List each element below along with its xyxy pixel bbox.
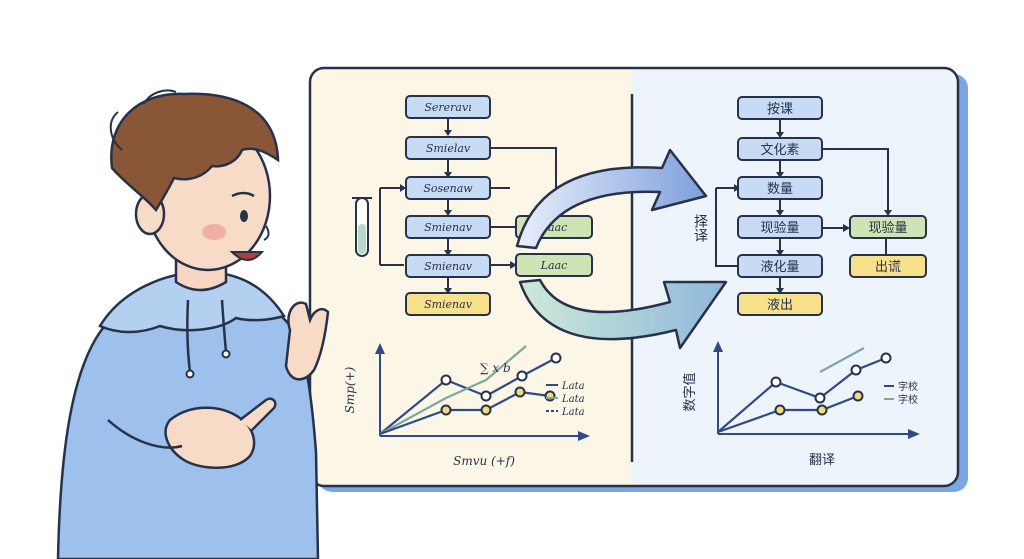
eyebrow bbox=[231, 191, 255, 198]
left-chart-series-1-point-4 bbox=[550, 352, 562, 364]
student-character bbox=[56, 89, 330, 559]
right-chart-series-3-point-2 bbox=[816, 404, 828, 416]
left-chart-legend: Lata Lata Lata bbox=[546, 381, 585, 418]
right-legend-label-1: 字校 bbox=[898, 380, 918, 393]
left-legend-label-2: Lata bbox=[561, 394, 585, 405]
raised-hand bbox=[284, 301, 330, 381]
hoodie-string-left bbox=[186, 299, 192, 373]
left-chart-series-3-point-2 bbox=[480, 404, 492, 416]
right-flow-box-5-label: 液化量 bbox=[760, 260, 799, 275]
right-chart-series-3-line bbox=[717, 394, 859, 434]
right-chart-x-arrow bbox=[908, 429, 920, 439]
right-chart-y-arrow bbox=[713, 341, 723, 352]
left-flow-box-5: Smienav bbox=[405, 254, 491, 278]
test-tube-icon bbox=[352, 197, 372, 257]
left-flow-box-6: Smienav bbox=[405, 292, 491, 316]
nose bbox=[263, 225, 270, 241]
left-flow-box-4: Smienav bbox=[405, 215, 491, 239]
left-chart-series bbox=[379, 345, 562, 436]
left-flowchart: Sereravı Smielav Sosenaw Smienav Smienav… bbox=[352, 95, 593, 316]
left-side-box-2-label: Laac bbox=[540, 259, 568, 272]
right-flow-box-6: 液出 bbox=[737, 292, 823, 316]
right-side-box-2-label: 出谎 bbox=[875, 260, 901, 275]
left-flow-box-4-label: Smienav bbox=[424, 221, 473, 234]
left-chart-y-label: Smp(+) bbox=[343, 366, 357, 413]
eye bbox=[240, 210, 248, 222]
transform-arrows bbox=[515, 148, 728, 350]
left-flow-box-2-label: Smielav bbox=[426, 142, 471, 155]
right-flowchart: 按课 文化素 数量 现验量 液化量 液出 现验量 出谎 择译 bbox=[692, 96, 927, 316]
left-side-box-2: Laac bbox=[515, 253, 593, 277]
right-side-box-1-label: 现验量 bbox=[868, 220, 907, 236]
hair bbox=[110, 92, 280, 213]
left-chart-series-3-point-3 bbox=[514, 386, 526, 398]
right-chart-series-3-point-3 bbox=[852, 390, 864, 402]
right-chart-series-3-point-1 bbox=[774, 404, 786, 416]
smiling-mouth bbox=[229, 251, 265, 261]
left-flow-box-3: Sosenaw bbox=[405, 176, 491, 200]
hoodie-hood bbox=[98, 270, 286, 334]
top-curved-arrow bbox=[515, 148, 708, 250]
left-chart-series-1-point-1 bbox=[440, 374, 452, 386]
right-chart-series-1-point-1 bbox=[770, 376, 782, 388]
right-legend-label-2: 字校 bbox=[898, 393, 918, 406]
left-flow-box-2: Smielav bbox=[405, 136, 491, 160]
left-legend-label-1: Lata bbox=[561, 381, 585, 392]
left-flow-box-6-label: Smienav bbox=[424, 298, 473, 311]
left-chart-series-1-point-3 bbox=[516, 370, 528, 382]
right-side-box-1: 现验量 bbox=[849, 215, 927, 239]
arm-fold bbox=[107, 419, 183, 449]
pointing-hand bbox=[164, 406, 256, 469]
right-flow-box-4-label: 现验量 bbox=[760, 220, 799, 236]
right-flow-box-1-label: 按课 bbox=[767, 102, 793, 117]
right-chart-series-1-point-4 bbox=[880, 352, 892, 364]
right-chart-x-label: 翻译 bbox=[809, 453, 835, 468]
left-chart-annotation: ∑ x b bbox=[480, 361, 511, 375]
right-flow-box-1: 按课 bbox=[737, 96, 823, 120]
bottom-curved-arrow bbox=[518, 278, 728, 350]
right-flow-box-5: 液化量 bbox=[737, 254, 823, 278]
right-line-chart: 数字值 翻译 字校 字校 bbox=[682, 341, 920, 468]
right-side-label: 择译 bbox=[692, 214, 708, 242]
whiteboard bbox=[308, 66, 968, 492]
left-flow-box-1-label: Sereravı bbox=[424, 101, 471, 114]
right-chart-series-1-point-3 bbox=[850, 364, 862, 376]
left-flow-box-1: Sereravı bbox=[405, 95, 491, 119]
left-chart-series-1-point-2 bbox=[480, 390, 492, 402]
left-chart-x-arrow bbox=[578, 431, 590, 441]
right-flow-box-3-label: 数量 bbox=[767, 182, 793, 197]
right-side-box-2: 出谎 bbox=[849, 254, 927, 278]
left-flow-box-3-label: Sosenaw bbox=[423, 182, 473, 195]
left-legend-label-3: Lata bbox=[561, 407, 585, 418]
left-chart-series-2-line bbox=[379, 345, 527, 435]
right-chart-legend: 字校 字校 bbox=[884, 380, 918, 406]
right-flow-box-6-label: 液出 bbox=[767, 298, 793, 313]
left-chart-y-arrow bbox=[375, 343, 385, 354]
left-chart-series-3-point-1 bbox=[440, 404, 452, 416]
left-chart-series-3-point-4 bbox=[544, 390, 556, 402]
right-flow-box-3: 数量 bbox=[737, 176, 823, 200]
left-chart-x-label: Smvu (+f) bbox=[453, 454, 515, 468]
left-flow-box-5-label: Smienav bbox=[424, 260, 473, 273]
cheek-blush bbox=[202, 224, 226, 240]
right-flow-box-4: 现验量 bbox=[737, 215, 823, 239]
right-chart-series-2-line bbox=[819, 347, 865, 373]
right-chart-series bbox=[717, 347, 892, 434]
right-flow-box-2: 文化素 bbox=[737, 137, 823, 161]
left-line-chart: Smp(+) Smvu (+f) ∑ x b Lata Lata Lata bbox=[343, 343, 590, 468]
hoodie-string-right bbox=[220, 299, 228, 353]
right-chart-y-label: 数字值 bbox=[682, 372, 698, 411]
right-chart-series-1-point-2 bbox=[814, 392, 826, 404]
right-flow-box-2-label: 文化素 bbox=[760, 143, 799, 158]
